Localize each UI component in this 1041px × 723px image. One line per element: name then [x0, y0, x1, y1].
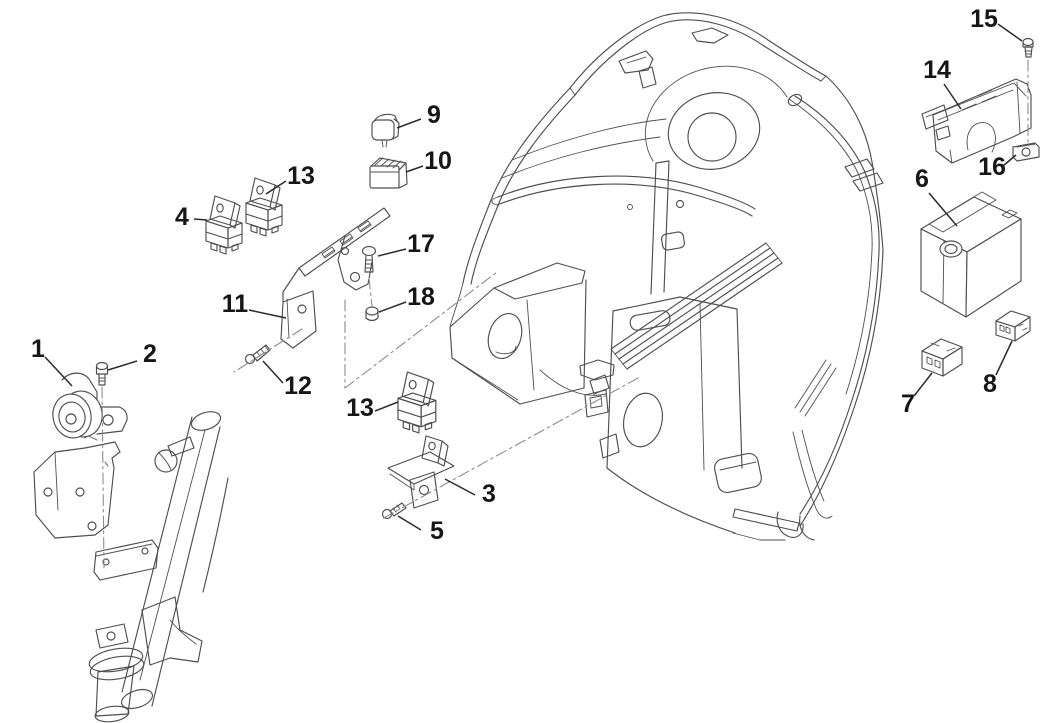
callout-number: 12	[284, 372, 312, 400]
callout-number: 14	[923, 56, 951, 84]
fuse-7-drawing	[921, 338, 963, 377]
nut-18-drawing	[365, 306, 379, 322]
callout-10-voltage-regulator[interactable]: 10	[405, 147, 452, 175]
body-panel-drawing	[449, 12, 884, 541]
battery-drawing	[920, 191, 1022, 318]
callout-number: 16	[978, 153, 1006, 181]
callout-number: 8	[983, 370, 997, 398]
screw-12-drawing	[244, 344, 271, 365]
callout-number: 6	[915, 165, 929, 193]
construction-lines	[101, 59, 1029, 569]
callout-14-battery-cover[interactable]: 14	[923, 56, 962, 110]
fuse-8-drawing	[995, 310, 1031, 342]
bracket-11-drawing	[280, 207, 391, 349]
callout-6-battery[interactable]: 6	[915, 165, 958, 227]
horn-drawing	[52, 372, 128, 441]
callout-4-relay[interactable]: 4	[175, 203, 208, 231]
callout-3-bracket[interactable]: 3	[444, 478, 496, 508]
callout-number: 9	[427, 101, 441, 129]
callout-number: 4	[175, 203, 189, 231]
horn-mount-bracket-drawing	[33, 441, 121, 539]
bracket-3-drawing	[387, 435, 455, 509]
callout-number: 17	[407, 230, 435, 258]
callout-number: 18	[407, 283, 435, 311]
callout-number: 5	[430, 517, 444, 545]
callout-number: 2	[143, 340, 157, 368]
callout-number: 10	[424, 147, 452, 175]
callout-2-bolt[interactable]: 2	[107, 340, 157, 371]
callout-number: 11	[222, 290, 249, 318]
battery-cover-drawing	[921, 78, 1032, 164]
relay-13-middle-drawing	[397, 371, 437, 434]
callout-16-clip-nut[interactable]: 16	[978, 153, 1017, 181]
callout-15-screw[interactable]: 15	[970, 5, 1023, 42]
callout-number: 3	[482, 480, 496, 508]
callout-18-nut[interactable]: 18	[378, 283, 435, 313]
callout-number: 15	[970, 5, 998, 33]
voltage-regulator-10-drawing	[369, 157, 408, 189]
callout-13-relay[interactable]: 13	[265, 162, 315, 195]
screw-17-drawing	[361, 245, 377, 273]
callout-7-fuse[interactable]: 7	[901, 372, 933, 418]
callout-13-relay[interactable]: 13	[346, 394, 399, 422]
relay-9-drawing	[371, 113, 400, 148]
callout-11-bracket[interactable]: 11	[222, 290, 287, 319]
callout-number: 13	[287, 162, 315, 190]
horn-bolt-drawing	[95, 361, 109, 386]
clip-nut-16-drawing	[1012, 142, 1040, 162]
callout-9-relay[interactable]: 9	[396, 101, 441, 129]
relay-4-drawing	[205, 195, 243, 255]
callout-1-horn[interactable]: 1	[31, 335, 73, 387]
callout-number: 13	[346, 394, 374, 422]
callout-8-fuse[interactable]: 8	[983, 340, 1013, 398]
callout-5-screw[interactable]: 5	[397, 515, 444, 545]
callout-12-screw[interactable]: 12	[262, 360, 312, 400]
screw-15-drawing	[1022, 37, 1034, 58]
callout-number: 1	[31, 335, 45, 363]
front-fork-drawing	[88, 411, 229, 723]
callout-17-screw[interactable]: 17	[377, 230, 435, 258]
callout-number: 7	[901, 390, 915, 418]
